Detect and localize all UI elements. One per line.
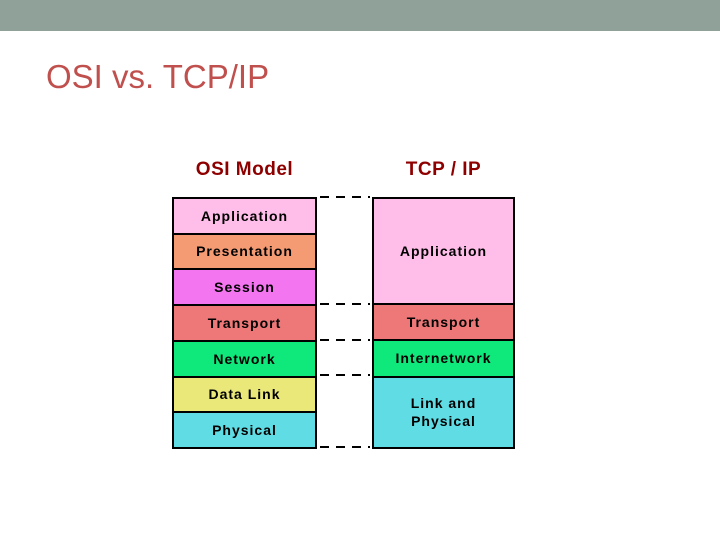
osi-layer-network: Network: [174, 339, 315, 376]
dashed-connector: [320, 196, 370, 198]
layer-label: Network: [213, 350, 276, 367]
tcpip-column-header: TCP / IP: [405, 159, 482, 180]
osi-column-header: OSI Model: [195, 159, 294, 180]
tcpip-layer-stack: Application Transport Internetwork Link …: [372, 197, 515, 449]
layer-label: Presentation: [196, 243, 293, 260]
dashed-connector: [320, 303, 370, 305]
osi-layer-transport: Transport: [174, 304, 315, 340]
layer-label: Application: [399, 242, 488, 259]
tcpip-layer-link-and-physical: Link and Physical: [374, 375, 513, 448]
slide-title: OSI vs. TCP/IP: [46, 58, 270, 95]
dashed-connector: [320, 339, 370, 341]
layer-label: Data Link: [208, 386, 281, 403]
osi-layer-data-link: Data Link: [174, 375, 315, 412]
layer-label: Transport: [207, 314, 282, 331]
osi-layer-application: Application: [174, 199, 315, 233]
osi-layer-stack: Application Presentation Session Transpo…: [172, 197, 317, 449]
osi-layer-session: Session: [174, 268, 315, 305]
dashed-connector: [320, 374, 370, 376]
layer-label: Application: [200, 207, 289, 224]
tcpip-layer-application: Application: [374, 199, 513, 303]
layer-label: Physical: [212, 422, 277, 439]
osi-layer-presentation: Presentation: [174, 232, 315, 269]
layer-label: Transport: [406, 313, 481, 330]
tcpip-layer-transport: Transport: [374, 302, 513, 340]
slide-accent-bar: [0, 0, 720, 31]
layer-label: Internetwork: [395, 350, 492, 367]
layer-label: Session: [214, 279, 275, 296]
osi-layer-physical: Physical: [174, 411, 315, 448]
layer-label: Link and Physical: [410, 395, 477, 430]
dashed-connector: [320, 446, 370, 448]
tcpip-layer-internetwork: Internetwork: [374, 339, 513, 376]
